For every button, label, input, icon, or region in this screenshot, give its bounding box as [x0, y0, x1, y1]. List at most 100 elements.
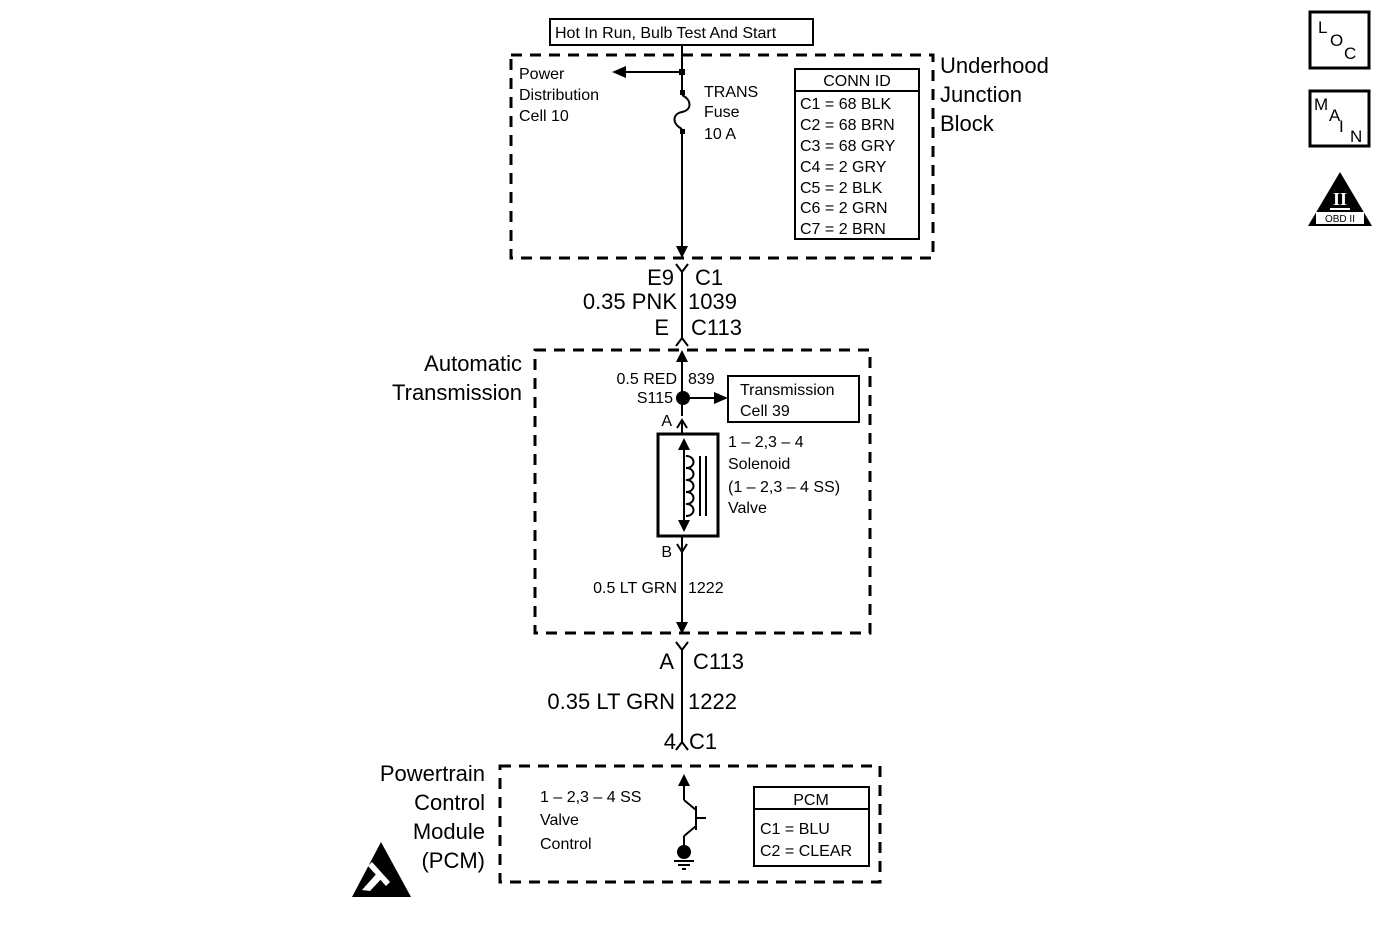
transmission-cell-ref-box	[727, 375, 860, 423]
wire-1222-internal-size-color: 0.5 LT GRN	[593, 580, 677, 597]
wire1-circuit-number: 1039	[688, 289, 737, 314]
pcm-conn-id-table-title: PCM	[793, 792, 829, 809]
power-ref-line-2: Distribution	[519, 87, 599, 104]
wire1-pin-left-top: E9	[647, 265, 674, 290]
auto-trans-title-line-1: Automatic	[424, 351, 522, 376]
power-distribution-arrow-icon	[612, 66, 626, 78]
obd-ii-icon[interactable]: II OBD II	[1308, 172, 1372, 226]
main-icon-box	[1308, 89, 1371, 148]
underhood-title-line-3: Block	[940, 111, 995, 136]
wire1-pin-left-bottom: E	[654, 315, 669, 340]
underhood-conn-row: C1 = 68 BLK	[800, 96, 892, 113]
underhood-junction-block-outline	[509, 53, 935, 260]
underhood-conn-id-table-title: CONN ID	[823, 73, 891, 90]
underhood-junction-block-title: Underhood Junction Block	[940, 53, 1049, 136]
pcm-conn-id-table: PCM C1 = BLU C2 = CLEAR	[753, 786, 870, 867]
connector-c113-male-icon	[675, 336, 689, 347]
underhood-conn-row: C5 = 2 BLK	[800, 180, 883, 197]
underhood-conn-row: C2 = 68 BRN	[800, 117, 895, 134]
wire-entry-arrow-icon	[676, 350, 688, 362]
auto-trans-title-line-2: Transmission	[392, 380, 522, 405]
main-letter-4: N	[1350, 127, 1362, 146]
pcm-conn-id-table-box	[753, 786, 870, 867]
wire2-connector-top: C113	[693, 649, 744, 674]
splice-s115-label: S115	[637, 390, 673, 407]
pcm-ground-node-icon	[677, 845, 691, 859]
power-distribution-ref: Power Distribution Cell 10	[519, 66, 599, 125]
transistor-collector-lead	[683, 799, 697, 811]
main-letter-3: I	[1339, 117, 1344, 136]
loc-icon-box	[1308, 10, 1371, 70]
esd-warning-icon	[352, 842, 411, 897]
transmission-cell-arrow-icon	[714, 392, 728, 404]
underhood-conn-id-table: CONN ID C1 = 68 BLK C2 = 68 BRN C3 = 68 …	[794, 68, 920, 240]
power-ref-line-1: Power	[519, 66, 565, 83]
pcm-function-line-3: Control	[540, 836, 592, 853]
wire2-circuit-number: 1222	[688, 689, 737, 714]
pcm-conn-row: C2 = CLEAR	[760, 843, 852, 860]
fuse-icon	[673, 94, 691, 130]
wire2-pin-left-top: A	[659, 649, 674, 674]
pcm-title-line-3: Module	[413, 819, 485, 844]
obd-ii-numeral: II	[1333, 189, 1347, 209]
pcm-title-line-1: Powertrain	[380, 761, 485, 786]
wire-839-size-color: 0.5 RED	[617, 371, 677, 388]
pcm-conn-row: C1 = BLU	[760, 821, 830, 838]
wire2-size-color: 0.35 LT GRN	[547, 689, 675, 714]
connector-c113-bottom-female-icon	[675, 641, 689, 652]
transmission-ref-line-1: Transmission	[740, 382, 835, 399]
underhood-conn-row: C4 = 2 GRY	[800, 159, 887, 176]
pcm-title-line-2: Control	[414, 790, 485, 815]
underhood-conn-row: C7 = 2 BRN	[800, 221, 886, 238]
transmission-cell-ref: Transmission Cell 39	[727, 375, 860, 423]
fuse-label-line-3: 10 A	[704, 126, 736, 143]
pcm-function-line-2: Valve	[540, 812, 579, 829]
fuse-output-arrow-icon	[676, 246, 688, 258]
solenoid-coil-icon	[685, 455, 695, 517]
pcm-input-arrow-icon	[678, 774, 690, 786]
trans-fuse-label: TRANS Fuse 10 A	[704, 84, 758, 143]
obd-ii-text-box	[1316, 212, 1364, 224]
pcm-title-line-4: (PCM)	[421, 848, 485, 873]
wire-839-circuit: 839	[688, 371, 715, 388]
solenoid-arrow-down-icon	[678, 520, 690, 532]
junction-node-icon	[679, 69, 685, 75]
solenoid-pin-b-label: B	[661, 544, 672, 561]
loc-letter-1: L	[1318, 18, 1327, 37]
circuit-power-label: Hot In Run, Bulb Test And Start	[549, 18, 814, 46]
wire1-connector-bottom: C113	[691, 315, 742, 340]
loc-letter-3: C	[1344, 44, 1356, 63]
pcm-outline	[498, 764, 882, 884]
obd-ii-text: OBD II	[1325, 214, 1355, 225]
loc-letter-2: O	[1330, 31, 1343, 50]
solenoid-arrow-up-icon	[678, 438, 690, 450]
solenoid-label-line-4: Valve	[728, 500, 767, 517]
connector-c1-female-icon	[675, 263, 689, 274]
loc-icon[interactable]: L O C	[1308, 10, 1371, 70]
main-icon[interactable]: M A I N	[1308, 89, 1371, 148]
wire-1222-internal-circuit: 1222	[688, 580, 724, 597]
pcm-function-label: 1 – 2,3 – 4 SS Valve Control	[540, 789, 641, 853]
solenoid-label-line-2: Solenoid	[728, 456, 790, 473]
transmission-ref-line-2: Cell 39	[740, 403, 790, 420]
connector-pcm-c1-male-icon	[675, 740, 689, 751]
solenoid-label: 1 – 2,3 – 4 Solenoid (1 – 2,3 – 4 SS) Va…	[728, 434, 840, 517]
underhood-title-line-1: Underhood	[940, 53, 1049, 78]
wire1-connector-top: C1	[695, 265, 723, 290]
main-letter-2: A	[1329, 106, 1341, 125]
solenoid-label-line-3: (1 – 2,3 – 4 SS)	[728, 479, 840, 496]
wire1-size-color: 0.35 PNK	[583, 289, 677, 314]
power-ref-line-3: Cell 10	[519, 108, 569, 125]
fuse-terminal-bottom-icon	[680, 129, 685, 134]
underhood-title-line-2: Junction	[940, 82, 1022, 107]
fuse-terminal-top-icon	[680, 90, 685, 95]
wire2-connector-bottom: C1	[689, 729, 717, 754]
transistor-emitter-lead	[683, 825, 697, 837]
underhood-conn-row: C3 = 68 GRY	[800, 138, 896, 155]
fuse-label-line-1: TRANS	[704, 84, 758, 101]
wire-exit-arrow-icon	[676, 622, 688, 634]
automatic-transmission-title: Automatic Transmission	[392, 351, 522, 405]
underhood-conn-row: C6 = 2 GRN	[800, 200, 888, 217]
solenoid-valve-box	[656, 432, 720, 538]
